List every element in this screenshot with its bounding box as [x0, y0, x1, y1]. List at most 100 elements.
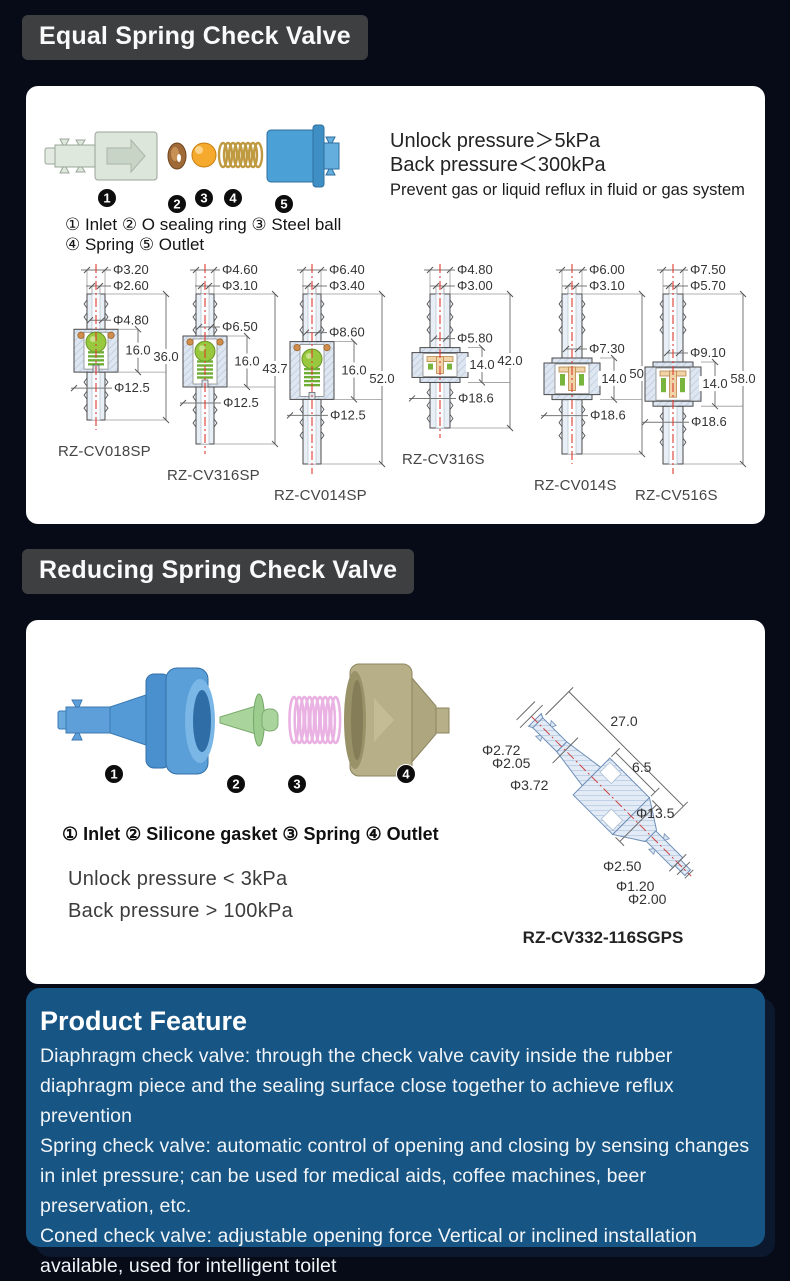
part-number-badge: 1 — [104, 764, 124, 784]
svg-text:3: 3 — [200, 191, 207, 206]
svg-text:Φ3.10: Φ3.10 — [589, 278, 625, 293]
feature-paragraph-spring: Spring check valve: automatic control of… — [40, 1135, 750, 1217]
spring-section — [579, 374, 584, 386]
svg-text:Φ2.00: Φ2.00 — [628, 891, 667, 907]
parts-legend: ① Inlet ② Silicone gasket ③ Spring ④ Out… — [62, 824, 439, 844]
model-label: RZ-CV316SP — [167, 467, 260, 484]
part-number-badge: 3 — [194, 188, 214, 208]
svg-text:16.0: 16.0 — [234, 354, 259, 369]
svg-text:Φ3.40: Φ3.40 — [329, 278, 365, 293]
part-number-badge: 2 — [167, 194, 187, 214]
spring-section — [88, 363, 104, 366]
spring-part — [288, 695, 342, 745]
spring-section — [88, 359, 104, 362]
svg-text:Φ6.00: Φ6.00 — [589, 262, 625, 277]
svg-text:14.0: 14.0 — [702, 376, 727, 391]
svg-text:Φ12.5: Φ12.5 — [223, 395, 259, 410]
svg-text:Φ2.60: Φ2.60 — [113, 278, 149, 293]
part-number-badge: 4 — [396, 764, 416, 784]
spring-section — [197, 364, 213, 367]
svg-text:Φ4.80: Φ4.80 — [113, 312, 149, 327]
svg-text:36.0: 36.0 — [153, 349, 178, 364]
svg-text:16.0: 16.0 — [341, 363, 366, 378]
spring-section — [428, 363, 433, 370]
outlet-part — [266, 124, 340, 188]
svg-text:Φ6.40: Φ6.40 — [329, 262, 365, 277]
svg-text:14.0: 14.0 — [469, 357, 494, 372]
svg-text:Φ7.30: Φ7.30 — [589, 341, 625, 356]
outlet-part — [344, 663, 450, 777]
parts-legend-line1: ① Inlet ② O sealing ring ③ Steel ball — [65, 215, 342, 234]
svg-text:Φ13.5: Φ13.5 — [636, 805, 675, 821]
parts-legend-line2: ④ Spring ⑤ Outlet — [65, 235, 205, 254]
o-ring-section — [107, 331, 115, 339]
svg-text:Φ3.00: Φ3.00 — [457, 278, 493, 293]
svg-text:Φ18.6: Φ18.6 — [691, 414, 727, 429]
part-number-badge: 3 — [287, 774, 307, 794]
flow-arrow — [374, 698, 394, 742]
o-sealing-ring-part — [167, 142, 187, 170]
svg-text:27.0: 27.0 — [610, 713, 637, 729]
back-pressure-spec: Back pressure > 100kPa — [68, 900, 294, 922]
svg-text:Φ7.50: Φ7.50 — [690, 262, 726, 277]
svg-text:Φ5.80: Φ5.80 — [457, 331, 493, 346]
o-ring-section — [216, 338, 224, 346]
part-number-badge: 1 — [97, 188, 117, 208]
model-label: RZ-CV332-116SGPS — [522, 928, 684, 947]
spring-section — [447, 363, 452, 370]
flow-arrow — [106, 138, 146, 174]
o-ring-section — [323, 344, 331, 352]
svg-text:Φ5.70: Φ5.70 — [690, 278, 726, 293]
function-note: Prevent gas or liquid reflux in fluid or… — [390, 181, 745, 199]
model-label: RZ-CV316S — [402, 451, 485, 468]
svg-text:42.0: 42.0 — [497, 353, 522, 368]
spring-section — [304, 379, 320, 383]
svg-text:Φ18.6: Φ18.6 — [458, 390, 494, 405]
svg-text:Φ6.50: Φ6.50 — [222, 319, 258, 334]
steel-ball-part — [191, 142, 217, 168]
svg-text:Φ2.05: Φ2.05 — [492, 755, 531, 771]
spring-part — [217, 141, 264, 169]
svg-text:2: 2 — [173, 197, 180, 212]
exploded-view-reducing-valve: 1 2 3 4 — [50, 648, 450, 803]
svg-text:2: 2 — [232, 777, 239, 792]
part-number-badge: 2 — [226, 774, 246, 794]
svg-text:14.0: 14.0 — [601, 371, 626, 386]
section-title-equal-spring: Equal Spring Check Valve — [22, 15, 368, 60]
feature-title: Product Feature — [40, 1006, 248, 1036]
part-number-badge: 4 — [223, 188, 243, 208]
svg-text:Φ3.10: Φ3.10 — [222, 278, 258, 293]
panel-reducing-spring: 1 2 3 4 ① Inlet ② Silicone gasket ③ Spring … — [26, 620, 765, 984]
back-pressure-spec: Back pressure＜300kPa — [390, 154, 606, 176]
svg-text:58.0: 58.0 — [730, 371, 755, 386]
inlet-part — [57, 667, 215, 775]
spring-section — [680, 378, 685, 393]
o-ring-section — [293, 344, 301, 352]
svg-text:Φ9.10: Φ9.10 — [690, 345, 726, 360]
silicone-gasket-part — [219, 693, 279, 747]
svg-text:Φ3.20: Φ3.20 — [113, 262, 149, 277]
spring-section — [197, 376, 213, 379]
svg-text:52.0: 52.0 — [369, 371, 394, 386]
unlock-pressure-spec: Unlock pressure < 3kPa — [68, 868, 288, 890]
o-ring-section — [77, 331, 85, 339]
feature-paragraph-diaphragm: Diaphragm check valve: through the check… — [40, 1045, 674, 1127]
centerline — [531, 716, 692, 877]
unlock-pressure-spec: Unlock pressure＞5kPa — [390, 130, 601, 152]
model-label: RZ-CV014S — [534, 477, 617, 494]
svg-text:Φ3.72: Φ3.72 — [510, 777, 549, 793]
svg-text:1: 1 — [110, 767, 117, 782]
valve-profile — [516, 687, 694, 879]
svg-text:4: 4 — [402, 767, 410, 782]
